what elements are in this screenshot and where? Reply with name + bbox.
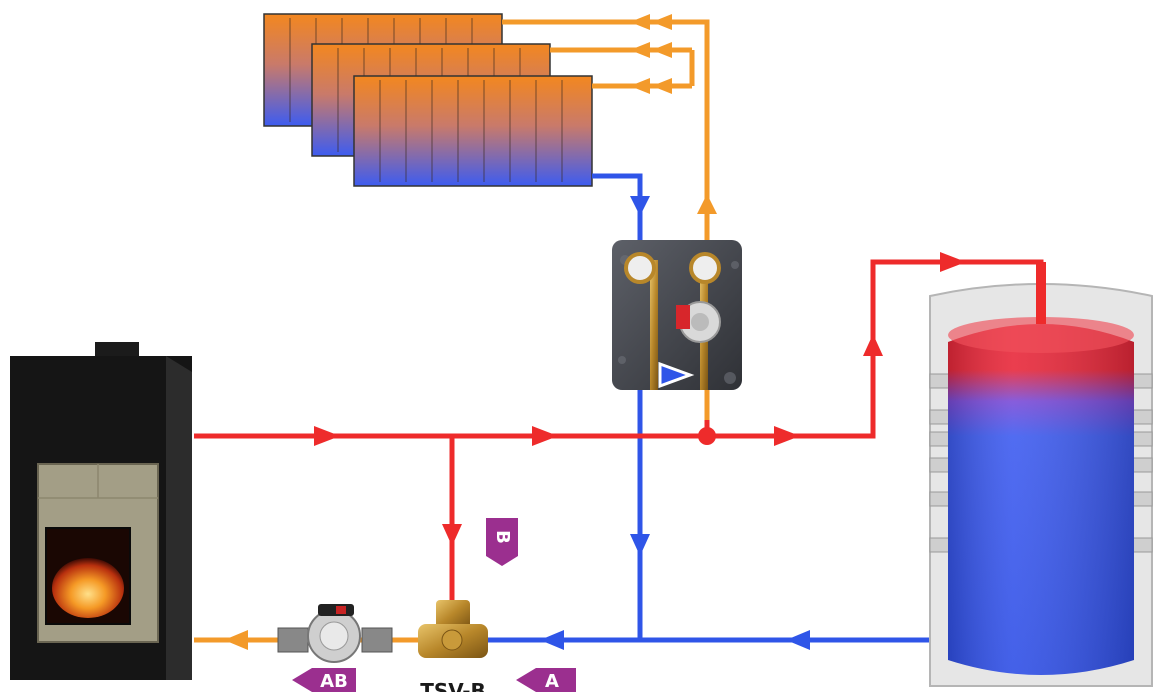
arrow-left-icon — [630, 42, 650, 58]
arrow-up-icon — [863, 334, 883, 356]
wood-boiler — [10, 342, 192, 680]
arrow-down-icon — [630, 196, 650, 216]
pump-station — [612, 240, 742, 390]
port-label-ab: AB — [320, 671, 348, 692]
port-label-b: B — [492, 530, 513, 544]
port-tag-b: B — [486, 518, 518, 566]
arrow-left-icon — [652, 14, 672, 30]
arrow-left-icon — [224, 630, 248, 650]
flow-arrows — [224, 14, 966, 650]
thermometer-left-icon — [624, 252, 656, 284]
valve-name-label: TSV-B — [420, 679, 486, 692]
tsv-valve — [418, 600, 488, 658]
arrow-left-icon — [652, 42, 672, 58]
circulation-pump — [277, 604, 393, 663]
arrow-right-icon — [532, 426, 558, 446]
arrow-down-icon — [630, 534, 650, 556]
fire-icon — [52, 558, 124, 618]
arrow-right-icon — [774, 426, 800, 446]
arrow-right-icon — [314, 426, 340, 446]
port-tag-ab: AB — [292, 668, 356, 692]
buffer-tank — [929, 262, 1153, 687]
arrow-right-icon — [940, 252, 966, 272]
radiator-1 — [353, 75, 593, 187]
pump-triangle-icon — [658, 361, 695, 389]
junction-dot — [698, 427, 716, 445]
arrow-left-icon — [630, 78, 650, 94]
arrow-left-icon — [786, 630, 810, 650]
arrow-left-icon — [540, 630, 564, 650]
arrow-down-icon — [442, 524, 462, 546]
thermometer-right-icon — [689, 252, 721, 284]
port-tag-a: A — [516, 668, 576, 692]
arrow-up-icon — [697, 194, 717, 214]
port-label-a: A — [545, 671, 559, 692]
arrow-left-icon — [630, 14, 650, 30]
arrow-left-icon — [652, 78, 672, 94]
